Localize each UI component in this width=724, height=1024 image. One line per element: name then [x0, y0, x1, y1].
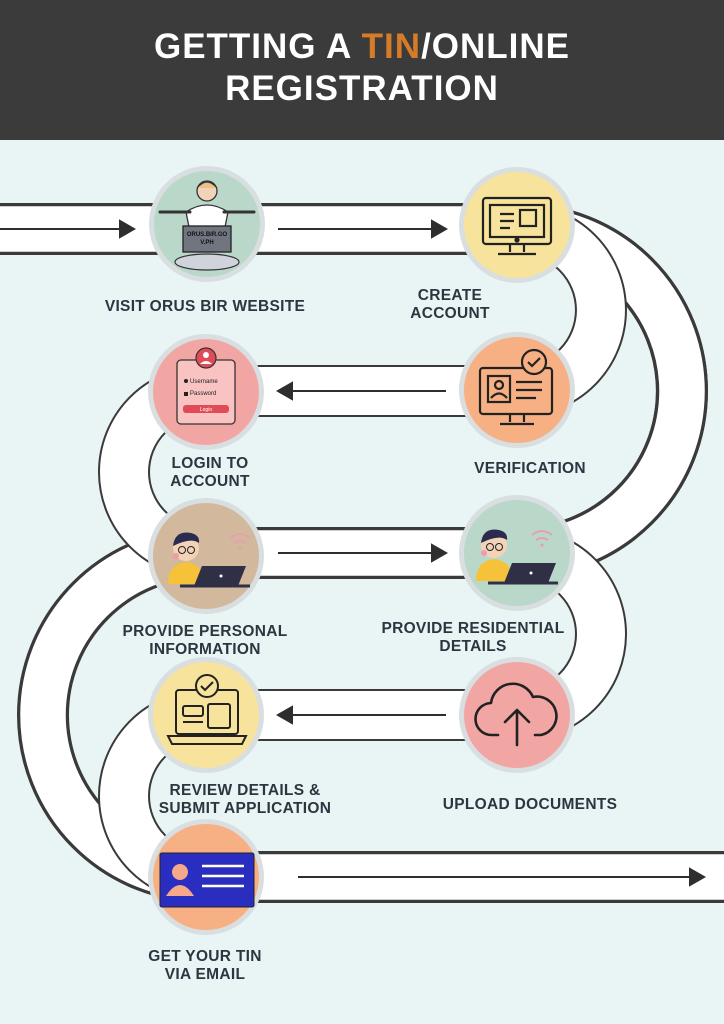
step-get-icon — [148, 819, 264, 935]
arrow-right-4 — [278, 543, 449, 563]
verification-monitor-icon — [478, 348, 554, 426]
step-verification-icon — [459, 332, 575, 448]
step-label-personal: PROVIDE PERSONAL INFORMATION — [110, 623, 300, 659]
step-label-residential-line-1: PROVIDE RESIDENTIAL — [381, 620, 565, 637]
arrow-left-5 — [275, 705, 446, 725]
arrow-right-6 — [298, 867, 707, 887]
step-label-review-line-1: REVIEW DETAILS & — [169, 782, 321, 799]
title-text-after: /ONLINE — [421, 27, 571, 66]
step-label-login-line-1: LOGIN TO — [171, 455, 249, 472]
laptop-screen-text-2: V.PH — [200, 240, 213, 246]
step-label-create-line-1: CREATE — [417, 287, 483, 304]
step-label-visit: VISIT ORUS BIR WEBSITE — [100, 298, 310, 316]
arrow-right-2 — [278, 219, 449, 239]
person-laptop-icon: ORUS.BIR.GO V.PH — [158, 180, 256, 271]
step-label-upload: UPLOAD DOCUMENTS — [425, 796, 635, 814]
step-visit-icon: ORUS.BIR.GO V.PH — [149, 166, 265, 282]
step-label-get: GET YOUR TIN VIA EMAIL — [120, 948, 290, 984]
step-circles: ORUS.BIR.GO V.PH — [148, 166, 575, 935]
step-label-create: CREATE ACCOUNT — [380, 287, 520, 323]
step-residential-icon — [459, 495, 575, 611]
step-label-login-line-2: ACCOUNT — [170, 473, 250, 490]
login-password-label: Password — [190, 391, 216, 397]
arrow-right-1 — [0, 219, 137, 239]
id-card-icon — [159, 852, 255, 908]
laptop-screen-text-1: ORUS.BIR.GO — [187, 232, 228, 238]
laptop-check-icon — [166, 674, 248, 745]
login-form-icon: Username Password Login — [176, 347, 236, 425]
cloud-upload-icon — [474, 682, 558, 747]
boy-laptop-icon — [476, 529, 558, 585]
step-login-icon: Username Password Login — [148, 334, 264, 450]
step-label-get-line-2: VIA EMAIL — [164, 966, 246, 983]
direction-arrows — [0, 219, 707, 887]
title-text-before: GETTING A — [153, 27, 362, 66]
title-highlight-tin: TIN — [361, 27, 422, 66]
step-label-personal-line-2: INFORMATION — [149, 641, 261, 658]
login-username-label: Username — [190, 379, 218, 385]
step-label-login: LOGIN TO ACCOUNT — [140, 455, 280, 491]
step-label-visit-line-1: VISIT ORUS BIR WEBSITE — [104, 298, 306, 315]
step-label-review: REVIEW DETAILS & SUBMIT APPLICATION — [140, 782, 350, 818]
step-label-residential-line-2: DETAILS — [439, 638, 507, 655]
step-label-verification-line-1: VERIFICATION — [474, 460, 586, 477]
title-line-2: REGISTRATION — [225, 69, 499, 108]
step-review-icon — [148, 657, 264, 773]
step-label-review-line-2: SUBMIT APPLICATION — [158, 800, 332, 817]
arrow-left-3 — [275, 381, 446, 401]
step-label-verification: VERIFICATION — [440, 460, 620, 478]
step-label-upload-line-1: UPLOAD DOCUMENTS — [442, 796, 618, 813]
step-upload-icon — [459, 657, 575, 773]
step-personal-icon — [148, 498, 264, 614]
header-banner: GETTING A TIN/ONLINE REGISTRATION — [0, 0, 724, 140]
boy-laptop-icon — [168, 532, 251, 588]
step-label-get-line-1: GET YOUR TIN — [148, 948, 262, 965]
step-create-icon — [459, 167, 575, 283]
step-label-residential: PROVIDE RESIDENTIAL DETAILS — [368, 620, 578, 656]
step-label-create-line-2: ACCOUNT — [410, 305, 490, 322]
step-label-personal-line-1: PROVIDE PERSONAL — [122, 623, 288, 640]
computer-monitor-icon — [481, 196, 553, 256]
page-title: GETTING A TIN/ONLINE REGISTRATION — [0, 26, 724, 110]
login-button-label: Login — [200, 407, 212, 413]
